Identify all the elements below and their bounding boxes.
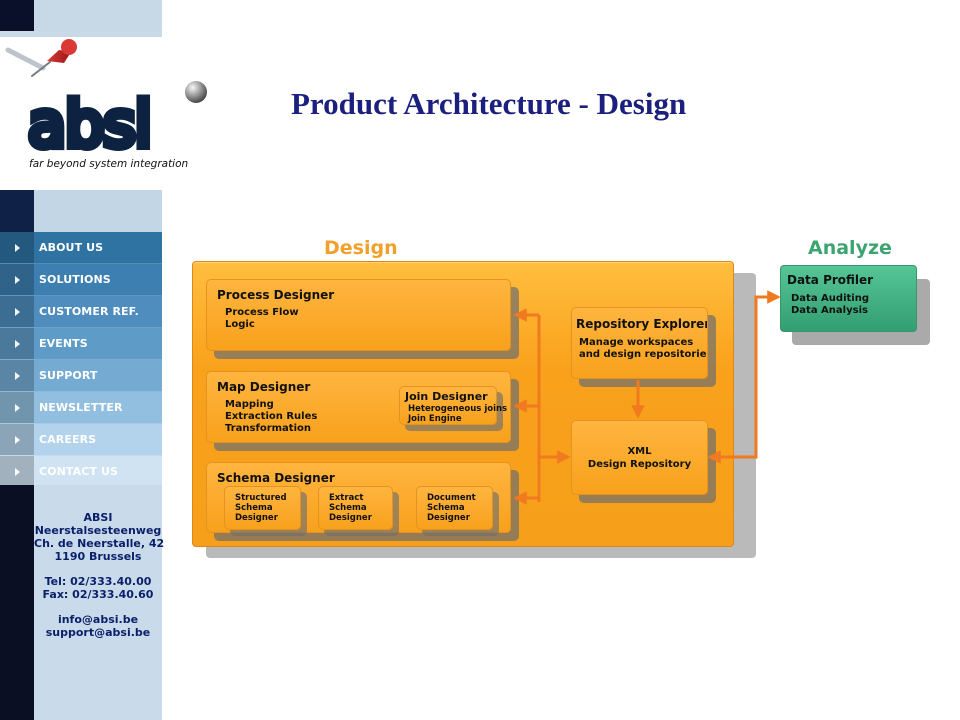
nav-spacer-right xyxy=(34,190,162,232)
schema-item-line: Designer xyxy=(427,513,470,523)
contact-panel: ABSI Neerstalsesteenweg Ch. de Neerstall… xyxy=(34,485,165,720)
chevron-right-icon xyxy=(0,232,34,263)
structured-schema-designer-text: Structured Schema Designer xyxy=(235,493,287,523)
chevron-right-icon xyxy=(0,328,34,359)
repository-explorer-details: Manage workspaces and design repositorie… xyxy=(579,337,708,361)
sidebar-item-label: NEWSLETTER xyxy=(39,401,123,414)
sidebar-item-newsletter[interactable]: NEWSLETTER xyxy=(0,392,162,424)
process-designer-details: Process Flow Logic xyxy=(225,307,299,331)
join-designer-box: Join Designer Heterogeneous joins Join E… xyxy=(399,386,507,425)
design-repositories-text: and design repositories xyxy=(579,349,708,360)
sidebar-item-label: EVENTS xyxy=(39,337,88,350)
schema-designer-title: Schema Designer xyxy=(217,471,335,485)
process-flow-text: Process Flow xyxy=(225,307,299,318)
manage-workspaces-text: Manage workspaces xyxy=(579,337,694,348)
sidebar-item-label: CONTACT US xyxy=(39,465,119,478)
contact-left-rail xyxy=(0,485,34,720)
logo-wordmark: absi xyxy=(28,88,151,161)
contact-email-support[interactable]: support@absi.be xyxy=(45,626,151,639)
sidebar-nav: ABOUT US SOLUTIONS CUSTOMER REF. EVENTS … xyxy=(0,232,162,488)
extract-schema-designer-box: Extract Schema Designer xyxy=(318,486,393,530)
repository-explorer-box: Repository Explorer Manage workspaces an… xyxy=(571,307,708,379)
logo-tagline: far beyond system integration xyxy=(29,158,189,170)
sidebar-item-label: CAREERS xyxy=(39,433,97,446)
xml-design-repository-text: XML Design Repository xyxy=(572,445,707,471)
schema-item-line: Designer xyxy=(329,513,372,523)
join-engine-text: Join Engine xyxy=(408,414,462,424)
contact-tel: Tel: 02/333.40.00 xyxy=(44,575,152,588)
sidebar-item-events[interactable]: EVENTS xyxy=(0,328,162,360)
pushpin-icon xyxy=(5,39,77,77)
sidebar-item-careers[interactable]: CAREERS xyxy=(0,424,162,456)
document-schema-designer-text: Document Schema Designer xyxy=(427,493,476,523)
schema-item-line: Extract xyxy=(329,493,364,503)
schema-item-line: Designer xyxy=(235,513,278,523)
data-profiler-title: Data Profiler xyxy=(787,273,874,287)
design-section-title: Design xyxy=(324,237,398,259)
diagram-connectors xyxy=(513,290,781,505)
chevron-right-icon xyxy=(0,360,34,391)
structured-schema-designer-box: Structured Schema Designer xyxy=(224,486,301,530)
logo-area xyxy=(0,35,235,190)
repository-explorer-title: Repository Explorer xyxy=(576,317,708,331)
logo-top-strip xyxy=(0,31,162,37)
architecture-diagram: Design Analyze Process Designer Process … xyxy=(188,235,930,565)
analyze-section-title: Analyze xyxy=(808,237,892,259)
sidebar-item-solutions[interactable]: SOLUTIONS xyxy=(0,264,162,296)
contact-spacer xyxy=(34,601,162,613)
extract-schema-designer-text: Extract Schema Designer xyxy=(329,493,372,523)
sidebar-item-label: SUPPORT xyxy=(39,369,98,382)
schema-item-line: Schema xyxy=(427,503,465,513)
process-logic-text: Logic xyxy=(225,319,255,330)
xml-text: XML xyxy=(627,446,652,457)
sidebar-item-label: SOLUTIONS xyxy=(39,273,111,286)
contact-fax: Fax: 02/333.40.60 xyxy=(42,588,154,601)
map-designer-details: Mapping Extraction Rules Transformation xyxy=(225,399,317,435)
document-schema-designer-box: Document Schema Designer xyxy=(416,486,493,530)
data-auditing-text: Data Auditing xyxy=(791,293,869,304)
xml-to-profiler-arrow xyxy=(715,290,781,459)
chevron-right-icon xyxy=(0,424,34,455)
process-designer-title: Process Designer xyxy=(217,288,335,302)
top-side-panel xyxy=(34,0,162,35)
schema-item-line: Document xyxy=(427,493,476,503)
sidebar-item-support[interactable]: SUPPORT xyxy=(0,360,162,392)
chevron-right-icon xyxy=(0,456,34,487)
contact-email-info[interactable]: info@absi.be xyxy=(57,613,139,626)
design-repository-text: Design Repository xyxy=(587,459,692,470)
data-profiler-box: Data Profiler Data Auditing Data Analysi… xyxy=(780,265,917,332)
schema-item-line: Schema xyxy=(329,503,367,513)
schema-item-line: Schema xyxy=(235,503,273,513)
heterogeneous-joins-text: Heterogeneous joins xyxy=(408,404,508,414)
nav-spacer-left xyxy=(0,190,34,232)
schema-item-line: Structured xyxy=(235,493,287,503)
sidebar-item-about-us[interactable]: ABOUT US xyxy=(0,232,162,264)
data-profiler-details: Data Auditing Data Analysis xyxy=(791,293,869,317)
sidebar-item-customer-ref[interactable]: CUSTOMER REF. xyxy=(0,296,162,328)
sidebar-item-label: CUSTOMER REF. xyxy=(39,305,139,318)
map-designer-title: Map Designer xyxy=(217,380,311,394)
sidebar-item-contact-us[interactable]: CONTACT US xyxy=(0,456,162,488)
join-designer-title: Join Designer xyxy=(405,390,488,403)
chevron-right-icon xyxy=(0,264,34,295)
join-designer-details: Heterogeneous joins Join Engine xyxy=(408,404,507,424)
contact-address-1: Neerstalsesteenweg xyxy=(34,524,162,537)
data-analysis-text: Data Analysis xyxy=(791,305,868,316)
process-designer-box: Process Designer Process Flow Logic xyxy=(206,279,511,351)
page-title: Product Architecture - Design xyxy=(291,86,687,121)
contact-company: ABSI xyxy=(83,511,113,524)
chevron-right-icon xyxy=(0,392,34,423)
contact-spacer xyxy=(34,563,162,575)
contact-city: 1190 Brussels xyxy=(54,550,142,563)
extraction-rules-text: Extraction Rules xyxy=(225,411,318,422)
sidebar-item-label: ABOUT US xyxy=(39,241,104,254)
contact-address-2: Ch. de Neerstalle, 42 xyxy=(34,537,165,550)
absi-logo: absi xyxy=(24,81,207,165)
xml-design-repository-box: XML Design Repository xyxy=(571,420,708,495)
transformation-text: Transformation xyxy=(225,423,311,434)
sphere-icon xyxy=(185,81,207,103)
mapping-text: Mapping xyxy=(225,399,274,410)
chevron-right-icon xyxy=(0,296,34,327)
